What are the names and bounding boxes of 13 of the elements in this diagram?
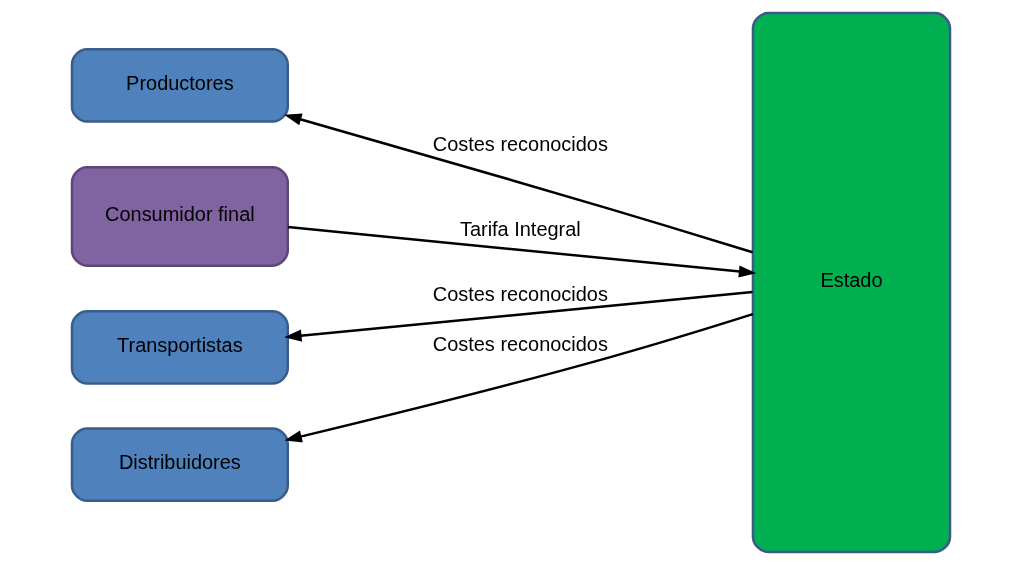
- edge-label: Costes reconocidos: [432, 133, 608, 156]
- node-box: Estado: [751, 11, 952, 554]
- node-box: Consumidor final: [70, 165, 289, 267]
- node-box: Productores: [70, 48, 289, 123]
- node-box: Transportistas: [70, 309, 289, 385]
- edge-label: Tarifa Integral: [459, 218, 581, 241]
- node-box: Distribuidores: [70, 427, 289, 502]
- arrow: [287, 225, 757, 278]
- arrow: [284, 312, 754, 443]
- arrow: [284, 113, 753, 254]
- edge-label: Costes reconocidos: [432, 332, 608, 355]
- edge-label: Costes reconocidos: [432, 282, 608, 305]
- arrow: [284, 290, 753, 342]
